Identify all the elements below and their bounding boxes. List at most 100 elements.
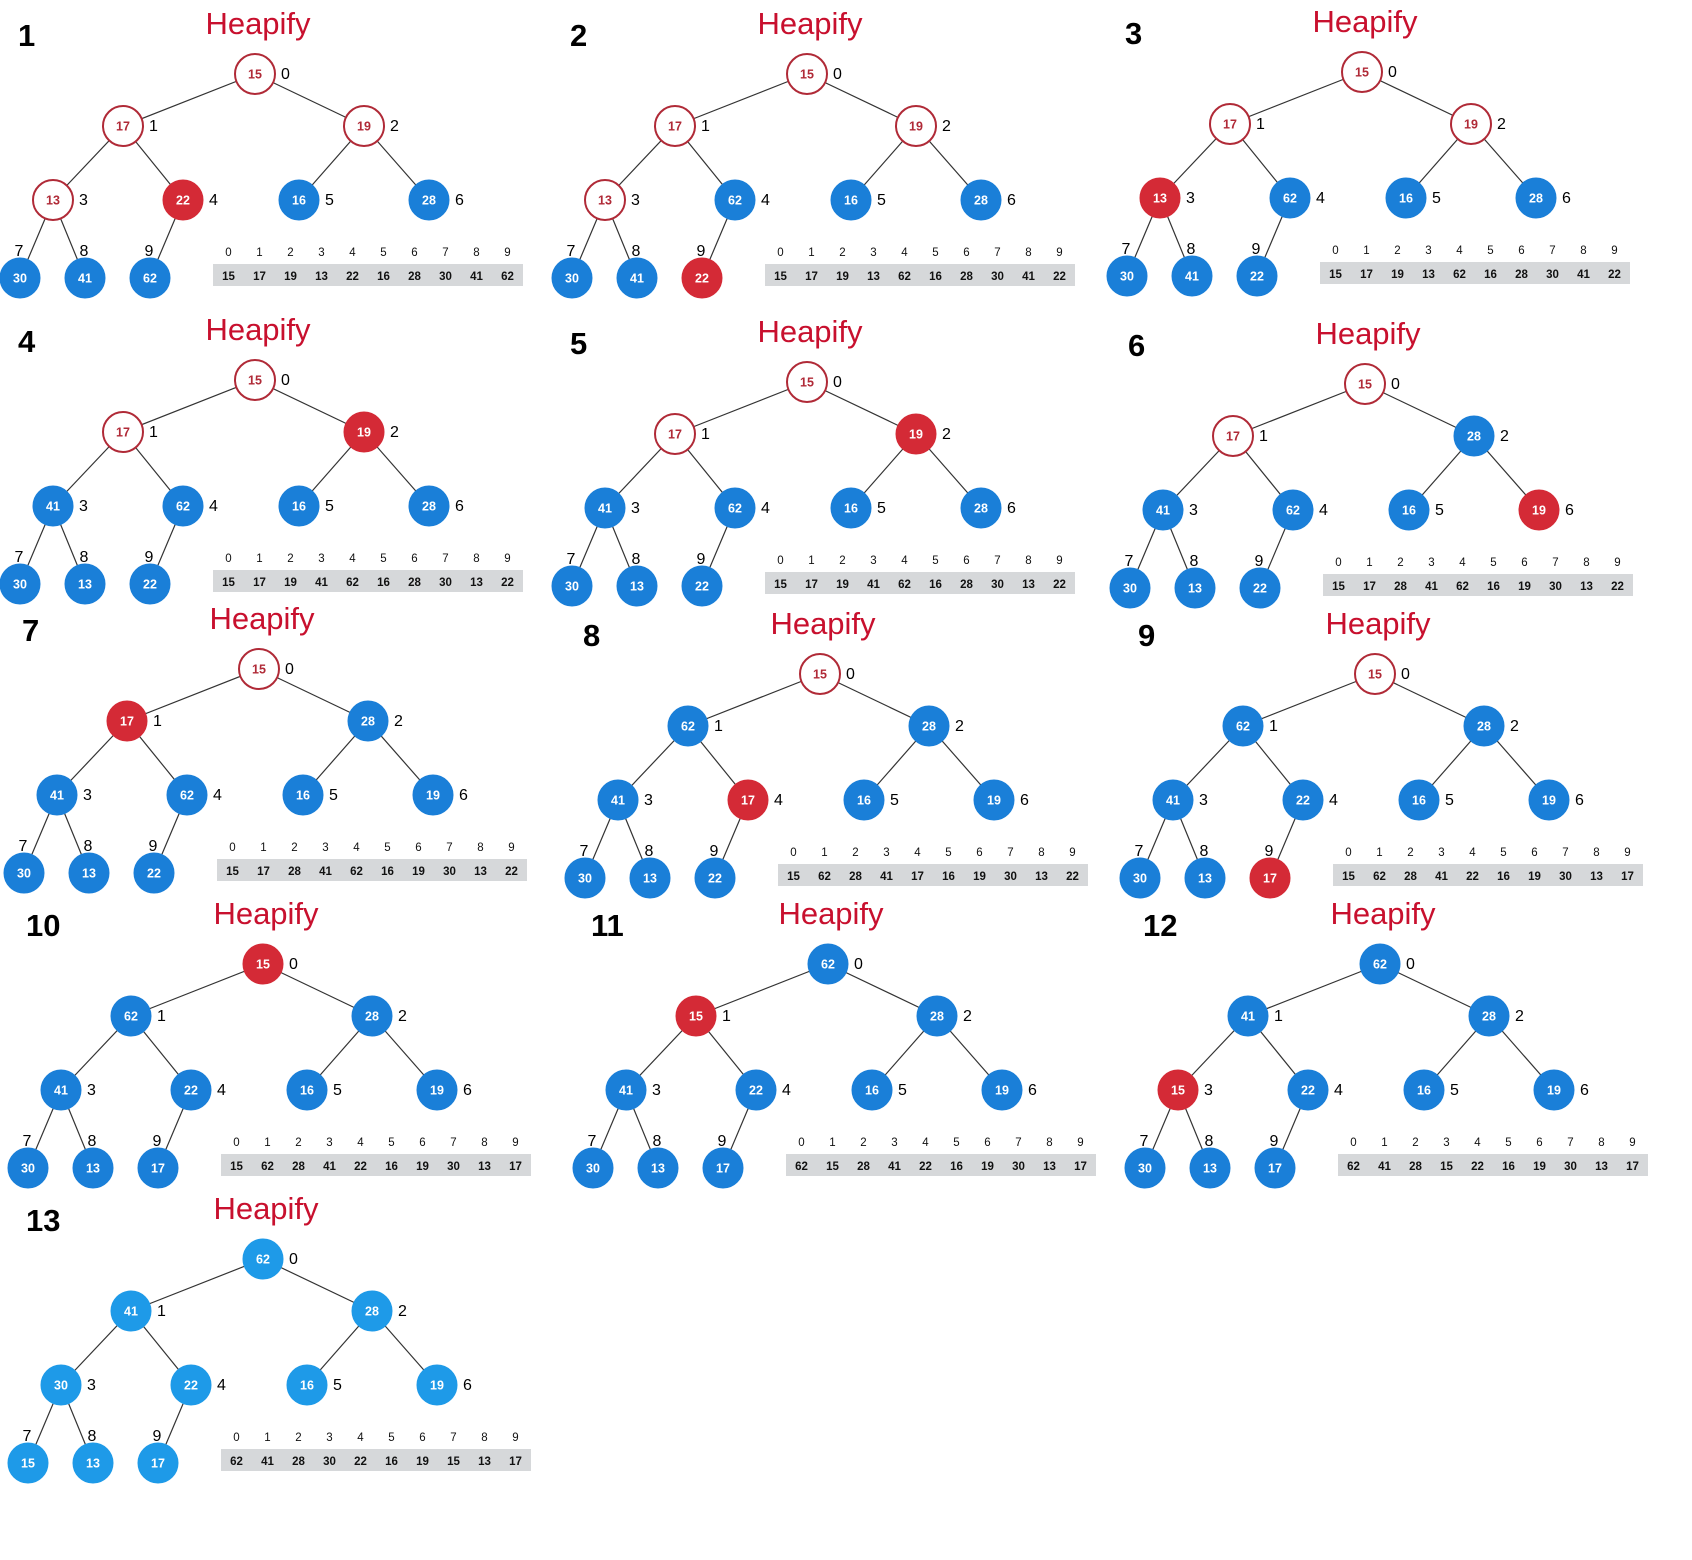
- node-value: 13: [86, 1457, 100, 1471]
- node-index-label: 2: [1510, 718, 1519, 735]
- array-index-label: 3: [1443, 1137, 1449, 1149]
- node-index-label: 2: [942, 118, 951, 135]
- array-value: 30: [1559, 871, 1572, 883]
- array-index-label: 0: [777, 555, 783, 567]
- node-index-label: 2: [390, 118, 399, 135]
- tree-edge: [130, 1258, 264, 1312]
- node-value: 15: [1171, 1084, 1185, 1098]
- node-index-label: 2: [390, 424, 399, 441]
- array-index-label: 4: [901, 555, 908, 567]
- node-circle: [347, 700, 389, 742]
- node-circle: [242, 943, 284, 985]
- array-value: 17: [1621, 871, 1634, 883]
- node-index-label: 8: [88, 1428, 97, 1445]
- node-value: 30: [578, 872, 592, 886]
- node-circle: [7, 1147, 49, 1189]
- node-value: 15: [1355, 66, 1369, 80]
- heap-node-8: 138: [68, 838, 110, 894]
- node-value: 17: [120, 715, 134, 729]
- array-value: 17: [509, 1456, 522, 1468]
- node-circle: [694, 857, 736, 899]
- array-value: 41: [1425, 581, 1438, 593]
- array-value: 22: [1053, 579, 1066, 591]
- array-index-label: 9: [508, 842, 514, 854]
- node-value: 28: [974, 194, 988, 208]
- array-index-label: 6: [963, 247, 969, 259]
- node-index-label: 7: [567, 243, 576, 260]
- node-circle: [242, 1238, 284, 1280]
- node-circle: [637, 1147, 679, 1189]
- node-value: 16: [300, 1084, 314, 1098]
- node-value: 16: [292, 500, 306, 514]
- array-index-label: 5: [932, 555, 938, 567]
- array-value: 13: [1590, 871, 1603, 883]
- heap-node-9: 229: [133, 838, 175, 894]
- array-index-label: 5: [380, 247, 386, 259]
- array-value: 30: [447, 1161, 460, 1173]
- node-value: 28: [930, 1010, 944, 1024]
- node-value: 13: [1198, 872, 1212, 886]
- tree-edge: [1229, 71, 1363, 125]
- array-index-label: 0: [1350, 1137, 1356, 1149]
- node-index-label: 8: [84, 838, 93, 855]
- node-circle: [137, 1147, 179, 1189]
- array-value: 22: [1611, 581, 1624, 593]
- array-index-label: 6: [963, 555, 969, 567]
- node-value: 22: [749, 1084, 763, 1098]
- node-value: 13: [1188, 582, 1202, 596]
- node-circle: [616, 565, 658, 607]
- step-number: 9: [1138, 618, 1155, 653]
- node-circle: [416, 1364, 458, 1406]
- array-index-label: 8: [473, 247, 479, 259]
- node-index-label: 1: [153, 713, 162, 730]
- node-value: 30: [586, 1162, 600, 1176]
- array-index-label: 5: [380, 553, 386, 565]
- array-value: 22: [354, 1456, 367, 1468]
- array-index-label: 2: [839, 247, 845, 259]
- node-index-label: 3: [652, 1082, 661, 1099]
- panel-title: Heapify: [1315, 316, 1421, 351]
- node-value: 15: [248, 68, 262, 82]
- node-circle: [1152, 779, 1194, 821]
- node-index-label: 7: [23, 1133, 32, 1150]
- node-circle: [1139, 177, 1181, 219]
- node-index-label: 5: [333, 1377, 342, 1394]
- node-index-label: 9: [145, 549, 154, 566]
- node-index-label: 8: [1205, 1133, 1214, 1150]
- array-value: 41: [261, 1456, 274, 1468]
- node-value: 16: [844, 502, 858, 516]
- node-circle: [1403, 1069, 1445, 1111]
- node-index-label: 3: [1189, 502, 1198, 519]
- node-circle: [1212, 415, 1254, 457]
- node-index-label: 8: [1200, 843, 1209, 860]
- node-index-label: 8: [645, 843, 654, 860]
- array-value: 19: [412, 866, 425, 878]
- array-index-label: 2: [1407, 847, 1413, 859]
- node-circle: [282, 774, 324, 816]
- node-value: 30: [54, 1379, 68, 1393]
- array-index-label: 1: [1376, 847, 1382, 859]
- array-index-label: 1: [821, 847, 827, 859]
- node-circle: [343, 105, 385, 147]
- array-value: 15: [1332, 581, 1345, 593]
- node-circle: [7, 1442, 49, 1484]
- tree-edge: [126, 668, 260, 722]
- array-index-label: 9: [1629, 1137, 1635, 1149]
- node-value: 19: [1547, 1084, 1561, 1098]
